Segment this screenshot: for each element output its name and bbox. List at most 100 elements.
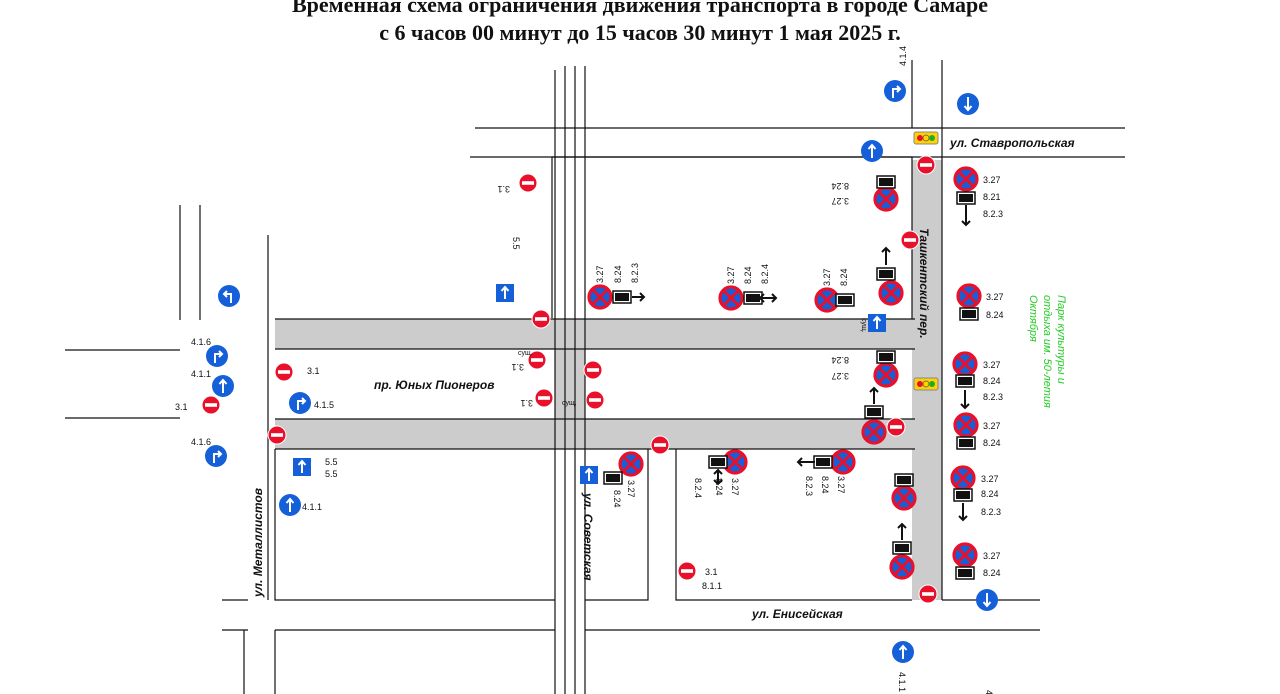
one-way-icon (495, 283, 515, 303)
svg-text:8.2.3: 8.2.3 (983, 392, 1003, 402)
no-parking-icon (953, 166, 979, 192)
tow-truck-icon (959, 307, 979, 321)
sign-code-labels: 3.1 3.1 3.1 8.1.1 4.1.5 4.1.1 5.5 5.5 4.… (175, 46, 1004, 694)
no-parking-icon (861, 419, 887, 445)
svg-text:Октября: Октября (1027, 295, 1039, 342)
svg-text:5.5: 5.5 (511, 237, 521, 250)
no-entry-icon (585, 390, 605, 410)
no-parking-icon (718, 285, 744, 311)
closed-road-median-crossing (555, 349, 585, 419)
no-parking-icon (830, 449, 856, 475)
svg-text:4.1.6: 4.1.6 (191, 337, 211, 347)
svg-text:8.2.3: 8.2.3 (804, 476, 814, 496)
tow-truck-icon (813, 455, 833, 469)
one-way-icon (292, 457, 312, 477)
svg-text:3.27: 3.27 (831, 371, 849, 381)
tow-truck-icon (835, 293, 855, 307)
no-entry-icon (677, 561, 697, 581)
svg-text:8.24: 8.24 (986, 310, 1004, 320)
svg-text:4.1.1: 4.1.1 (984, 690, 994, 694)
no-parking-icon (873, 362, 899, 388)
tow-truck-icon (894, 473, 914, 487)
no-entry-icon (900, 230, 920, 250)
svg-text:8.1.1: 8.1.1 (702, 581, 722, 591)
tow-truck-icon (892, 541, 912, 555)
svg-text:8.24: 8.24 (983, 438, 1001, 448)
svg-text:3.27: 3.27 (822, 268, 832, 286)
no-parking-icon (878, 280, 904, 306)
tow-truck-icon (876, 350, 896, 364)
no-parking-icon (814, 287, 840, 313)
tow-truck-icon (953, 488, 973, 502)
straight-icon (956, 92, 980, 116)
svg-text:3.27: 3.27 (730, 478, 740, 496)
no-parking-icon (587, 284, 613, 310)
svg-text:5.5: 5.5 (325, 457, 338, 467)
svg-text:8.2.3: 8.2.3 (981, 507, 1001, 517)
no-entry-icon (274, 362, 294, 382)
svg-text:8.2.4: 8.2.4 (693, 478, 703, 498)
straight-icon (975, 588, 999, 612)
svg-text:3.27: 3.27 (726, 266, 736, 284)
street-label-metallistov: ул. Металлистов (251, 488, 265, 598)
map-title-line1: Временная схема ограничения движения тра… (291, 0, 989, 17)
svg-text:3.1: 3.1 (307, 366, 320, 376)
tow-truck-icon (956, 191, 976, 205)
tow-truck-icon (603, 471, 623, 485)
svg-text:8.24: 8.24 (981, 489, 999, 499)
svg-text:3.1: 3.1 (497, 184, 510, 194)
no-entry-icon (534, 388, 554, 408)
street-label-eniseyskaya: ул. Енисейская (751, 607, 843, 621)
no-entry-icon (201, 395, 221, 415)
no-entry-icon (650, 435, 670, 455)
no-parking-icon (956, 283, 982, 309)
svg-text:8.2.3: 8.2.3 (983, 209, 1003, 219)
svg-text:5.5: 5.5 (325, 469, 338, 479)
no-entry-icon (918, 584, 938, 604)
turn-left-icon (205, 344, 229, 368)
no-entry-icon (518, 173, 538, 193)
one-way-icon (867, 313, 887, 333)
svg-text:8.24: 8.24 (983, 568, 1001, 578)
no-parking-icon (618, 451, 644, 477)
street-label-yunykh-pionerov: пр. Юных Пионеров (374, 378, 494, 392)
svg-text:4.1.1: 4.1.1 (897, 672, 907, 692)
tow-truck-icon (708, 455, 728, 469)
tow-truck-icon (876, 175, 896, 189)
turn-right-icon (288, 391, 312, 415)
traffic-light-icon (913, 377, 939, 391)
no-entry-icon (916, 155, 936, 175)
one-way-icon (579, 465, 599, 485)
traffic-light-icon (913, 131, 939, 145)
no-parking-icon (891, 485, 917, 511)
no-entry-icon (583, 360, 603, 380)
straight-icon (860, 139, 884, 163)
no-parking-icon (952, 542, 978, 568)
closed-road-yunykh-pionerov-south (275, 419, 915, 449)
street-label-tashkentsky: Ташкентский пер. (917, 228, 931, 339)
no-entry-icon (267, 425, 287, 445)
svg-text:3.27: 3.27 (836, 476, 846, 494)
svg-text:отдыха им. 50-летия: отдыха им. 50-летия (1041, 295, 1053, 408)
svg-text:сущ.: сущ. (562, 400, 577, 407)
straight-icon (891, 640, 915, 664)
svg-text:3.27: 3.27 (986, 292, 1004, 302)
svg-text:Парк культуры и: Парк культуры и (1055, 295, 1067, 384)
no-entry-icon (531, 309, 551, 329)
svg-text:4.1.6: 4.1.6 (191, 437, 211, 447)
svg-text:3.27: 3.27 (983, 551, 1001, 561)
tow-truck-icon (864, 405, 884, 419)
svg-text:3.1: 3.1 (511, 362, 524, 372)
no-parking-icon (950, 465, 976, 491)
straight-icon (278, 493, 302, 517)
svg-text:3.1: 3.1 (705, 567, 718, 577)
svg-text:3.27: 3.27 (981, 474, 999, 484)
svg-text:8.24: 8.24 (743, 266, 753, 284)
svg-text:3.1: 3.1 (175, 402, 188, 412)
svg-text:3.1: 3.1 (520, 398, 533, 408)
tow-truck-icon (876, 267, 896, 281)
svg-text:4.1.1: 4.1.1 (302, 502, 322, 512)
map-title-line2: с 6 часов 00 минут до 15 часов 30 минут … (379, 20, 901, 45)
